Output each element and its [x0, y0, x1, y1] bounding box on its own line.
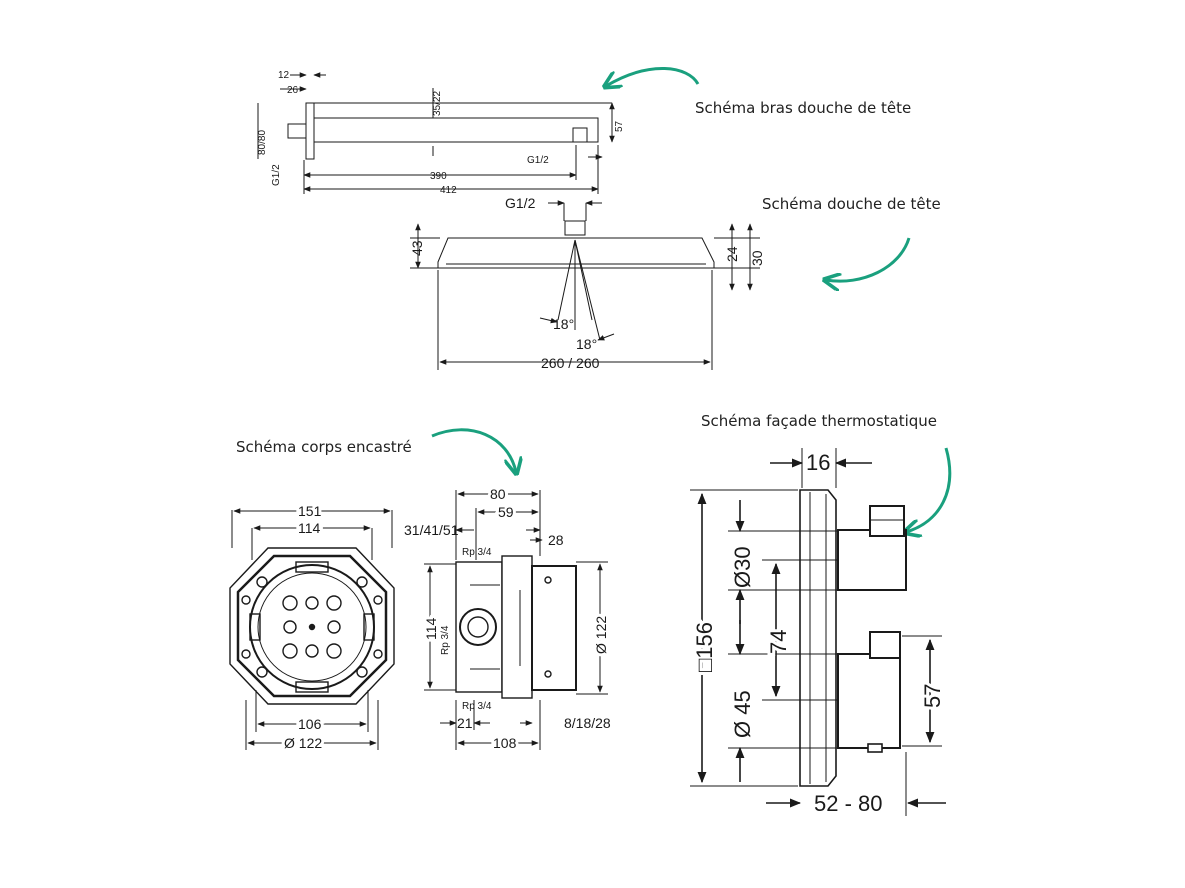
body-side-rp-bot: Rp 3/4: [462, 701, 492, 712]
body-side-dim-80: 80: [490, 486, 506, 502]
head-dim-g12: G1/2: [505, 195, 536, 211]
arm-dim-80-80: 80/80: [257, 130, 268, 155]
body-side-dim-114: 114: [423, 617, 439, 640]
arm-dim-57: 57: [614, 120, 625, 132]
arrow-arm: [606, 67, 700, 86]
caption-facade: Schéma façade thermostatique: [701, 412, 937, 430]
body-side-dim-108: 108: [493, 735, 517, 751]
head-dim-30: 30: [749, 250, 765, 266]
facade-dimensions: 16 □156 Ø30 74 Ø 45 57 52 - 80: [689, 450, 948, 816]
body-side-dim-21: 21: [457, 715, 473, 731]
body-side-dim-28: 28: [548, 532, 564, 548]
arm-dim-390: 390: [430, 171, 447, 182]
head-dim-24: 24: [724, 246, 740, 262]
caption-head: Schéma douche de tête: [762, 195, 941, 213]
arrow-body: [431, 428, 516, 472]
head-angle-18b: 18°: [576, 336, 597, 352]
body-front-dim-151: 151: [298, 503, 322, 519]
facade-dim-45: Ø 45: [730, 690, 755, 738]
body-front-dim-106: 106: [298, 716, 322, 732]
facade-dim-16: 16: [806, 450, 830, 475]
head-angle-18a: 18°: [553, 316, 574, 332]
head-drawing: [410, 200, 760, 370]
arm-drawing: [257, 72, 615, 194]
body-side-rp-top: Rp 3/4: [462, 547, 492, 558]
body-front-drawing: [229, 508, 395, 750]
head-dim-260: 260 / 260: [541, 355, 600, 371]
arm-dim-g12-left: G1/2: [271, 164, 282, 186]
arrow-facade: [906, 447, 952, 532]
arm-dim-412: 412: [440, 185, 457, 196]
arm-dim-26: 26: [287, 85, 299, 96]
caption-body: Schéma corps encastré: [236, 438, 412, 456]
arm-dim-35-22: 35/22: [432, 91, 443, 116]
body-front-dimensions: 151 114 106 Ø 122: [281, 500, 325, 754]
arm-dimensions: 12 26 35/22 80/80 57 G1/2 G1/2 390 412: [257, 70, 625, 196]
facade-dim-74: 74: [766, 630, 791, 654]
body-side-dim-31-41-51: 31/41/51: [404, 522, 459, 538]
body-side-drawing: [424, 490, 608, 750]
arm-dim-12: 12: [278, 70, 290, 81]
body-side-dim-122: Ø 122: [593, 616, 609, 654]
body-side-rp-mid: Rp 3/4: [440, 625, 451, 655]
body-front-dim-122: Ø 122: [284, 735, 322, 751]
facade-drawing: [690, 448, 946, 816]
facade-dim-156: □156: [692, 622, 717, 672]
head-dimensions: G1/2 43 24 30 18° 18° 260 / 260: [409, 195, 765, 371]
body-side-dim-59: 59: [498, 504, 514, 520]
facade-dim-57: 57: [920, 684, 945, 708]
arm-dim-g12-right: G1/2: [527, 155, 549, 166]
facade-dim-30: Ø30: [730, 546, 755, 588]
head-dim-43: 43: [409, 240, 425, 256]
body-side-dim-8-18-28: 8/18/28: [564, 715, 611, 731]
arrow-head: [826, 237, 911, 281]
body-front-dim-114: 114: [298, 520, 321, 536]
facade-dim-52-80: 52 - 80: [814, 791, 883, 816]
body-side-dimensions: 80 59 31/41/51 28 Rp 3/4 Rp 3/4 Rp 3/4 1…: [404, 483, 612, 754]
caption-arm: Schéma bras douche de tête: [695, 99, 911, 117]
